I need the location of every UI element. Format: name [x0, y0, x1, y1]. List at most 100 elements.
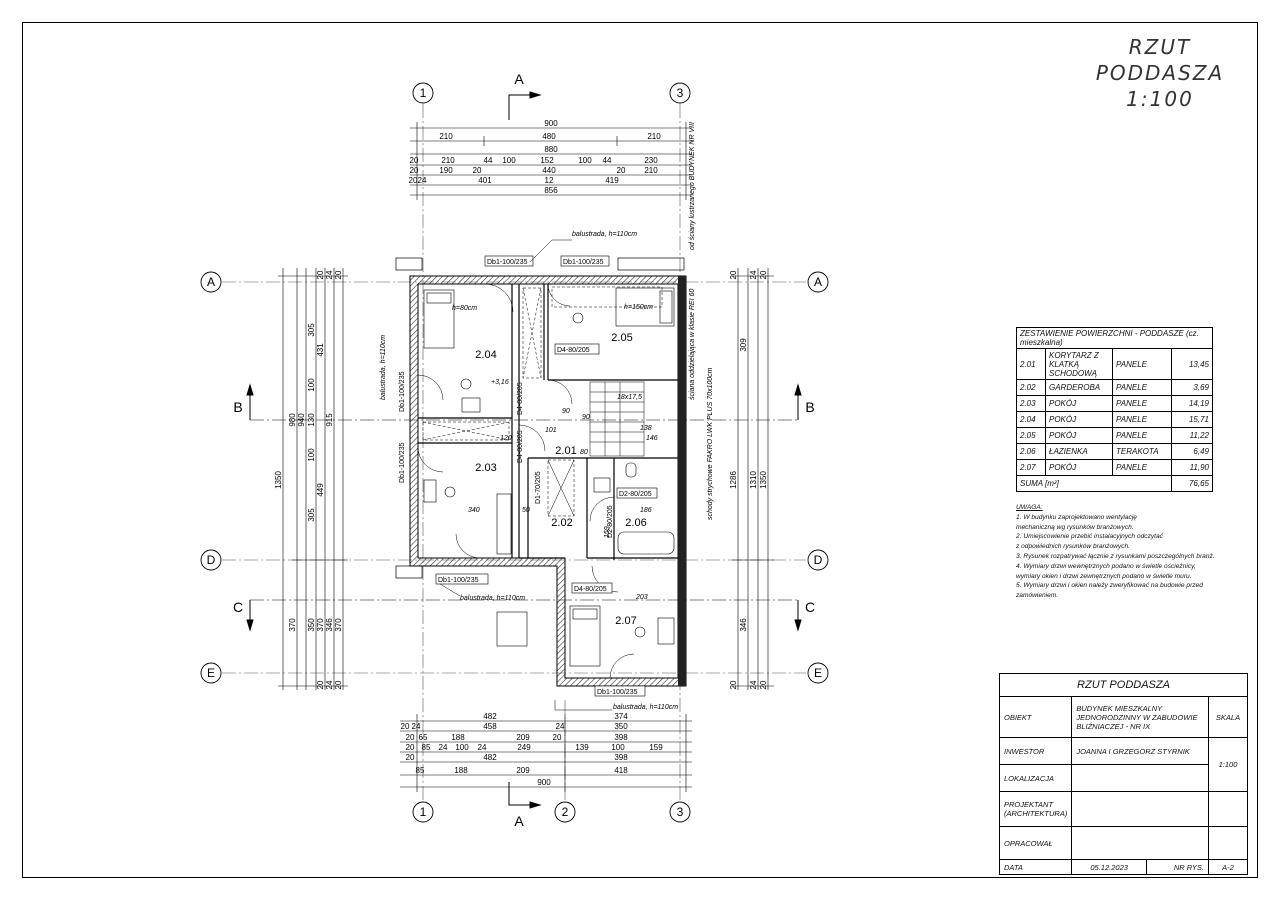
- axis-label-a-left: A: [207, 275, 215, 289]
- dim-bot-r2-0: 20: [401, 722, 410, 731]
- axis-bubble-1-top: [412, 82, 434, 104]
- section-label-c-right: C: [805, 599, 815, 615]
- dim-right-inner-1: 346: [739, 618, 748, 632]
- note-90a: 90: [562, 408, 570, 415]
- door-d1: D1-70/205: [535, 471, 542, 504]
- dim-left-346: 346: [325, 618, 334, 632]
- dim-bot-r6-3: 418: [614, 766, 628, 775]
- note-line: wymiary okien i drzwi zewnętrznych podan…: [1016, 572, 1192, 580]
- dim-top-r6-3: 12: [545, 176, 554, 185]
- dim-bot-r7-0: 900: [537, 778, 551, 787]
- axis-bubble-d-right: [807, 549, 829, 571]
- dim-bot-r4-4: 24: [478, 743, 487, 752]
- door-d2-2: D2-80/205: [607, 505, 614, 538]
- stairs: [547, 381, 645, 517]
- dim-left-inner-1: 100: [307, 378, 316, 392]
- dim-top-r4-0: 20: [410, 156, 419, 165]
- axis-bubble-1-bottom: [412, 801, 434, 823]
- dim-bot-r4-8: 159: [649, 743, 663, 752]
- dim-bot-r3-0: 20: [406, 733, 415, 742]
- dim-bot-r2-2: 458: [483, 722, 497, 731]
- dim-top-r4-4: 152: [540, 156, 554, 165]
- desk-204: [461, 397, 481, 413]
- note-line: zamówieniem.: [1016, 592, 1059, 600]
- note-level: +3,16: [491, 379, 509, 386]
- dim-bot-r3-2: 188: [451, 733, 465, 742]
- note-50: 50: [522, 507, 530, 514]
- wardrobe-203: [496, 493, 512, 555]
- note-line: 5. Wymiary drzwi i okien należy zweryfik…: [1016, 582, 1203, 590]
- area-table: ZESTAWIENIE POWIERZCHNI - PODDASZE (cz. …: [1016, 327, 1213, 492]
- notes-block: UWAGA: 1. W budynku zaprojektowano wenty…: [1016, 503, 1226, 601]
- party-wall: [678, 276, 686, 686]
- dim-top-r4-6: 44: [603, 156, 612, 165]
- note-bed-150: h=150cm: [624, 304, 653, 311]
- desk-207: [657, 617, 675, 645]
- bathtub: [617, 531, 675, 555]
- dim-right-small-1: 24: [749, 270, 758, 279]
- tb-skala-label: SKALA: [1208, 696, 1248, 738]
- table-row: 2.02 GARDEROBA PANELE 3,69: [1016, 379, 1213, 396]
- bed-204: [423, 289, 455, 349]
- sheet-title: RZUT PODDASZA 1:100: [1070, 34, 1250, 112]
- room-label-2-01: 2.01: [555, 445, 576, 457]
- tb-opracowal-label: OPRACOWAŁ: [998, 826, 1073, 860]
- dim-left-inner-2: 130: [307, 413, 316, 427]
- axis-bubble-2-bottom: [554, 801, 576, 823]
- note-szachtownica: od ściany lustrzanego BUDYNEK NR VIII: [689, 122, 696, 250]
- note-bed-80: h=80cm: [452, 305, 477, 312]
- dim-left-small-2: 20: [316, 270, 325, 279]
- dim-bot-r4-0: 20: [406, 743, 415, 752]
- title-block: RZUT PODDASZA OBIEKT BUDYNEK MIESZKALNY …: [998, 673, 1248, 875]
- axis-label-3-bottom: 3: [677, 805, 684, 819]
- dim-top-r2-1: 480: [542, 132, 556, 141]
- dim-top-r6-2: 401: [478, 176, 492, 185]
- dim-right-small-5: 20: [759, 680, 768, 689]
- dim-bot-r2-3: 24: [556, 722, 565, 731]
- dim-left-inner-3: 100: [307, 448, 316, 462]
- door-db1-d: Db1-100/235: [597, 689, 638, 696]
- room-label-2-05: 2.05: [611, 332, 632, 344]
- bottom-dimension-lines: [400, 714, 692, 792]
- note-balustrada-bottom: balustrada, h=110cm: [613, 704, 678, 711]
- note-159: 159: [604, 526, 611, 538]
- table-row: 2.05 POKÓJ PANELE 11,22: [1016, 427, 1213, 444]
- note-146: 146: [646, 435, 658, 442]
- dim-bot-r5-1: 482: [483, 753, 497, 762]
- dim-bot-r3-1: 65: [419, 733, 428, 742]
- dim-top-r4-1: 210: [441, 156, 455, 165]
- table-row: 2.01 KORYTARZ Z KLATKĄ SCHODOWĄ PANELE 1…: [1016, 348, 1213, 380]
- door-db1-left2: Db1-100/235: [399, 442, 406, 483]
- dim-top-r6-1: 24: [418, 176, 427, 185]
- note-203: 203: [635, 594, 648, 601]
- dim-bot-r6-0: 85: [416, 766, 425, 775]
- bed-205: [615, 287, 675, 327]
- axis-label-e-left: E: [207, 666, 215, 680]
- dim-left-inner-5: 350: [307, 618, 316, 632]
- room-label-2-07: 2.07: [615, 615, 636, 627]
- tb-obiekt-value: BUDYNEK MIESZKALNY JEDNORODZINNY W ZABUD…: [1071, 696, 1209, 738]
- note-90b: 90: [582, 414, 590, 421]
- dim-top-r5-5: 210: [644, 166, 658, 175]
- dim-top-r5-0: 20: [410, 166, 419, 175]
- dim-left-small-7: 20: [334, 680, 343, 689]
- dim-right-small-0: 20: [729, 270, 738, 279]
- dim-right-outer-2: 1310: [749, 471, 758, 489]
- door-d4-3: D4-80/205: [574, 586, 607, 593]
- dim-top-r3-0: 880: [544, 145, 558, 154]
- dim-top-r5-4: 20: [617, 166, 626, 175]
- note-balustrada-mid: balustrada, h=110cm: [460, 595, 525, 602]
- dim-top-r1-0: 900: [544, 119, 558, 128]
- room-label-2-06: 2.06: [625, 517, 646, 529]
- dim-bot-r2-4: 350: [614, 722, 628, 731]
- area-table-caption: ZESTAWIENIE POWIERZCHNI - PODDASZE (cz. …: [1016, 327, 1213, 349]
- dim-top-r5-3: 440: [542, 166, 556, 175]
- dim-bot-r4-6: 139: [575, 743, 589, 752]
- axis-label-1-bottom: 1: [420, 805, 427, 819]
- axis-label-2-bottom: 2: [562, 805, 569, 819]
- dim-left-outer: 1350: [274, 471, 283, 489]
- sheet-title-scale: 1:100: [1126, 87, 1194, 111]
- table-row: 2.04 POKÓJ PANELE 15,71: [1016, 411, 1213, 428]
- section-label-b-right: B: [805, 399, 814, 415]
- axis-bubble-e-right: [807, 662, 829, 684]
